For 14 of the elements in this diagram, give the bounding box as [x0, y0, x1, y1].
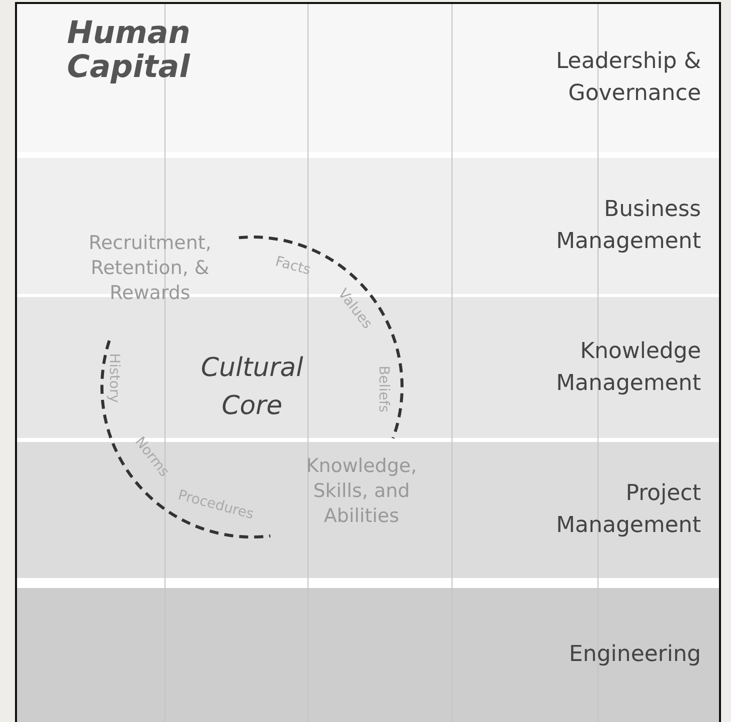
band-label: Project Management [555, 480, 701, 540]
band-label: Leadership & Governance [554, 48, 701, 108]
curved-word: History [106, 353, 122, 403]
band [17, 588, 719, 722]
title: Human Capital [67, 16, 192, 84]
curved-word: Facts [274, 254, 312, 278]
band [17, 4, 719, 152]
curved-word: Beliefs [375, 366, 392, 412]
text-label: Recruitment, Retention, & Rewards [88, 231, 212, 306]
band-label: Engineering [568, 641, 701, 669]
band-label: Knowledge Management [555, 338, 701, 398]
core-label: Cultural Core [200, 352, 304, 423]
band-label: Business Management [555, 196, 701, 256]
text-label: Knowledge, Skills, and Abilities [305, 454, 418, 529]
